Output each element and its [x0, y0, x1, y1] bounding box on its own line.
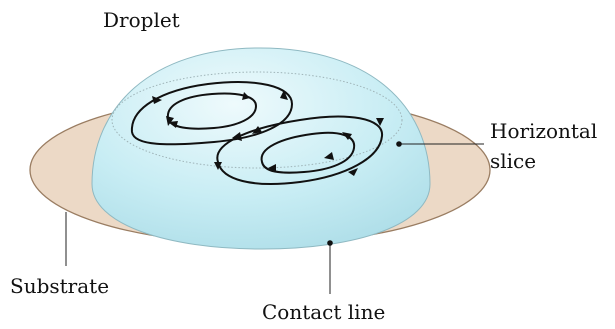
contact-line-label: Contact line — [262, 300, 386, 324]
arrow-right-outer-bottom — [348, 168, 358, 176]
droplet-body — [91, 47, 431, 250]
horizontal-slice-label-line2: slice — [490, 149, 537, 173]
droplet-label: Droplet — [103, 8, 180, 32]
arrow-right-outer-right — [376, 118, 384, 126]
arrow-left-inner-top — [242, 92, 250, 100]
arrow-right-outer-left — [214, 162, 222, 170]
horizontal-slice-label-line1: Horizontal — [490, 119, 598, 143]
streamline-left-inner — [166, 92, 258, 130]
streamline-right-inner — [260, 131, 356, 174]
arrow-right-outer-top — [252, 126, 262, 134]
arrow-left-outer-right — [280, 90, 288, 100]
arrow-right-inner-bottom — [268, 164, 276, 172]
arrow-right-inner-top — [342, 132, 352, 140]
arrow-left-outer-bottom — [232, 132, 242, 141]
dot-horizontal-slice — [396, 141, 402, 147]
arrow-left-inner-left — [166, 116, 174, 126]
arrow-left-outer-top — [152, 96, 162, 104]
arrow-right-inner-mid — [324, 152, 334, 160]
flow-arrows — [152, 90, 384, 176]
substrate-label: Substrate — [10, 274, 110, 298]
streamline-left-outer — [130, 81, 294, 146]
dot-contact-line — [327, 240, 333, 246]
arrow-left-inner-bottom — [168, 121, 178, 128]
horizontal-slice — [111, 71, 403, 169]
